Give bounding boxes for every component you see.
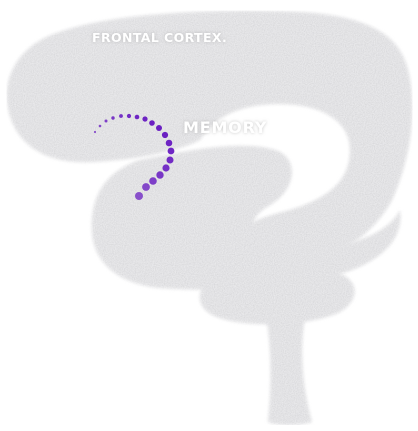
memory-dot [104,119,108,123]
brain-stem-shape [264,305,312,425]
memory-dot [149,177,157,185]
memory-dot [126,113,132,119]
memory-dot [119,114,123,118]
memory-dot [149,120,155,126]
memory-dot [156,125,162,131]
memory-dot [93,130,97,134]
frontal-lobe-shape [6,10,413,273]
memory-label: MEMORY [183,118,268,137]
memory-dot [134,114,140,120]
memory-dotted-arc [93,113,175,200]
memory-dot [156,171,164,179]
memory-dot [166,156,174,164]
memory-dot [167,147,175,155]
brain-silhouette [6,10,413,425]
memory-dot [165,139,173,147]
memory-dot [161,131,169,139]
frontal-cortex-label: FRONTAL CORTEX. [92,30,228,45]
memory-dot [142,183,150,191]
memory-dot [142,116,148,122]
memory-dot [162,164,170,172]
cerebellum-shape [199,267,355,325]
memory-dot [98,124,102,128]
memory-dot [135,192,143,200]
temporal-lobe-shape [91,145,401,290]
memory-dot [111,116,115,120]
